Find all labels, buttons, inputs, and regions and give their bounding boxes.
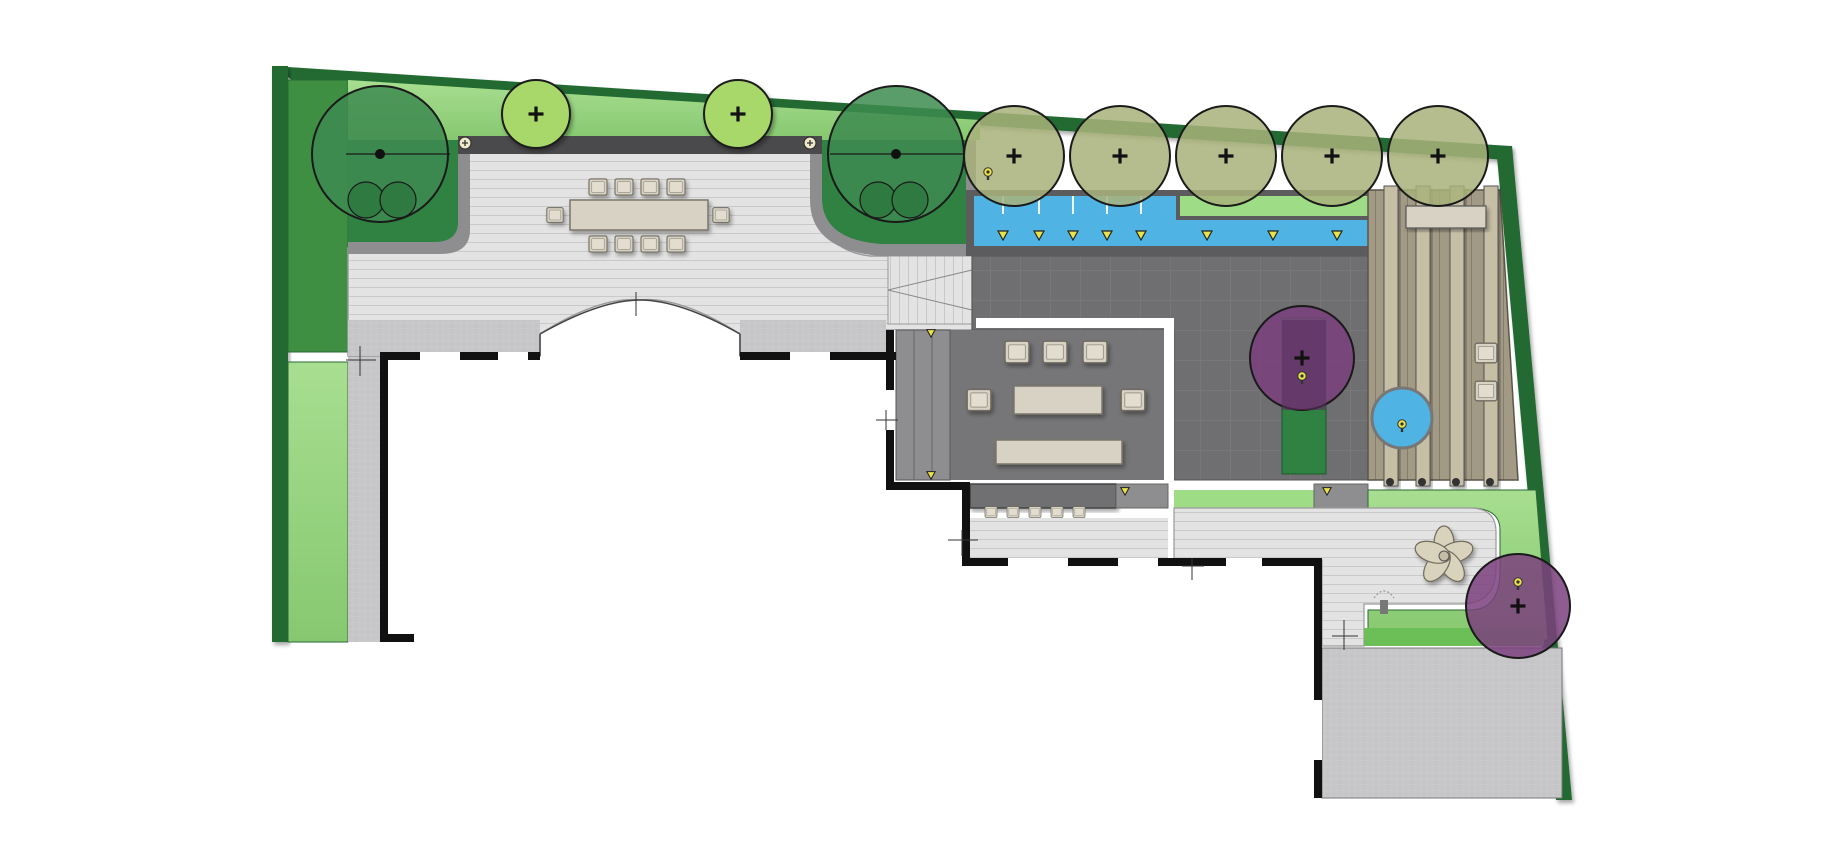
- tree-olive-row: [963, 105, 1489, 207]
- lawn-west-lower: [287, 361, 349, 643]
- bar-deck: [970, 518, 1168, 560]
- dining-chair: [546, 207, 564, 223]
- bar-stool: [1006, 506, 1020, 518]
- water-feature-icon: [1373, 590, 1395, 614]
- boundary-hedge-west: [272, 66, 288, 642]
- lounge-armchair: [966, 388, 992, 412]
- dining-chair: [588, 235, 608, 253]
- window-openings: [420, 352, 1322, 760]
- lounge-sofa: [995, 439, 1123, 465]
- tree-olive: [1069, 105, 1171, 207]
- lounge-steps: [895, 329, 951, 481]
- bar-stool: [984, 506, 998, 518]
- house-wall-lounge-south: [886, 482, 970, 490]
- concrete-band-south-east: [740, 320, 886, 356]
- tree-olive: [1387, 105, 1489, 207]
- dining-chair: [640, 178, 660, 196]
- lounge-armchair: [1042, 340, 1068, 364]
- house-wall-west: [380, 352, 388, 642]
- bar-stool: [1072, 506, 1086, 518]
- tree-olive: [1175, 105, 1277, 207]
- tree-purple-south: [1465, 553, 1571, 659]
- pergola-post-row: [1386, 478, 1494, 486]
- dining-table: [569, 199, 709, 231]
- dining-chair: [666, 235, 686, 253]
- house-wall-west-foot: [380, 634, 414, 642]
- deck-to-paving-steps: [887, 255, 973, 325]
- dining-chair: [666, 178, 686, 196]
- house-wall-bar-west: [962, 482, 970, 566]
- door-swing-markers: [346, 292, 1358, 650]
- trees: [311, 79, 1571, 659]
- tree-olive: [1281, 105, 1383, 207]
- dining-set: [546, 178, 730, 253]
- dining-chair: [588, 178, 608, 196]
- tree-small: [501, 79, 571, 149]
- tree-large-east: [827, 85, 965, 223]
- south-lawn-strip: [1174, 490, 1314, 508]
- dining-chair: [712, 207, 730, 223]
- flower-sculpture-icon: [1414, 525, 1474, 583]
- tree-olive: [963, 105, 1065, 207]
- lounge-white-border: [976, 318, 1170, 328]
- steps-diagonal-lines: [887, 269, 973, 311]
- pergola-deck: [1367, 185, 1519, 487]
- coffee-table: [1013, 385, 1103, 415]
- lounge-armchair: [1120, 388, 1146, 412]
- pergola-beam: [1483, 185, 1499, 487]
- garage-hardstanding: [1321, 647, 1563, 799]
- bar-stool: [1028, 506, 1042, 518]
- sunken-lounge: [886, 318, 1174, 518]
- house-wall-garage-west: [1314, 558, 1322, 798]
- tree-purple-central: [1249, 305, 1355, 411]
- lounge-chair: [1474, 380, 1498, 402]
- tree-large-west: [311, 85, 450, 223]
- south-steps: [1313, 483, 1369, 509]
- pergola-bench: [1405, 205, 1487, 229]
- bar-area: [969, 483, 1169, 560]
- wall-light-icon: [458, 136, 472, 150]
- lounge-chair: [1474, 342, 1498, 364]
- lounge-armchair: [1004, 340, 1030, 364]
- wall-light-icon: [803, 136, 817, 150]
- pergola-beam: [1449, 185, 1465, 487]
- concrete-band-south: [348, 320, 540, 356]
- dining-chair: [640, 235, 660, 253]
- lounge-furniture: [966, 340, 1146, 465]
- lounge-armchair: [1082, 340, 1108, 364]
- bar-counter: [969, 483, 1117, 509]
- plunge-pool: [1370, 386, 1434, 450]
- dining-chair: [614, 235, 634, 253]
- lounge-steps-lines: [913, 330, 933, 480]
- dining-chair: [614, 178, 634, 196]
- tree-small: [703, 79, 773, 149]
- concrete-path-west: [348, 352, 380, 642]
- bar-stool: [1050, 506, 1064, 518]
- lounge-white-border-east: [1164, 318, 1174, 518]
